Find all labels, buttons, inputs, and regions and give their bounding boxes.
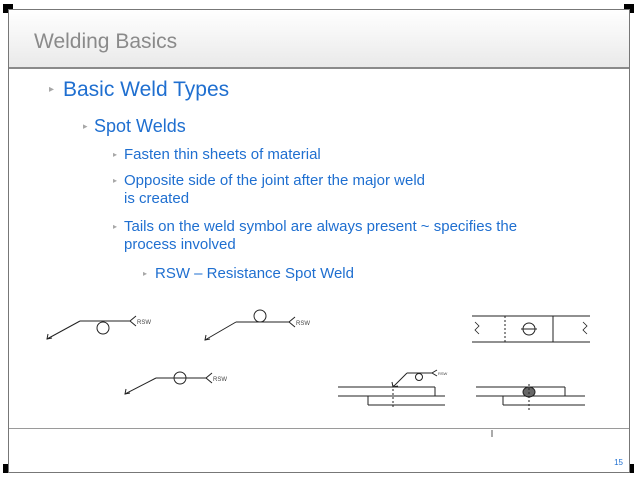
bullet-marker: ▸ <box>143 269 148 278</box>
tail-label: RSW <box>296 321 310 327</box>
lap-joint-section <box>476 384 585 410</box>
slide-header: Welding Basics <box>9 10 629 68</box>
heading-basic-weld-types: Basic Weld Types <box>63 78 230 101</box>
bullet-tails-on-symbol: Tails on the weld symbol are always pres… <box>124 218 518 235</box>
bullet-fasten-thin-sheets: Fasten thin sheets of material <box>124 146 321 163</box>
slide-title: Welding Basics <box>34 30 178 53</box>
weld-symbol-no-side: RSW <box>124 371 227 395</box>
tail-label: RSW <box>438 371 448 376</box>
tail-label: RSW <box>213 377 227 383</box>
title-divider <box>9 67 629 69</box>
spot-weld-plan-view <box>472 315 590 343</box>
bullet-marker: ▸ <box>113 150 118 159</box>
corner-top-right <box>624 4 634 13</box>
subheading-spot-welds: Spot Welds <box>94 116 186 136</box>
lap-joint-symbol: RSW <box>338 369 448 408</box>
bullet-marker: ▸ <box>49 84 55 95</box>
bullet-marker: ▸ <box>113 222 118 231</box>
weld-symbol-arrow-side: RSW <box>46 315 151 340</box>
bullet-opposite-side-cont: is created <box>124 190 190 207</box>
sub-bullet-rsw: RSW – Resistance Spot Weld <box>155 265 354 282</box>
bullet-tails-on-symbol-cont: process involved <box>124 236 236 253</box>
bullet-marker: ▸ <box>83 121 88 131</box>
bullet-opposite-side: Opposite side of the joint after the maj… <box>124 172 425 189</box>
weld-symbol-other-side: RSW <box>204 309 310 341</box>
footer-divider <box>9 428 629 429</box>
page-number: 15 <box>614 458 623 467</box>
corner-top-left <box>3 4 13 13</box>
tail-label: RSW <box>137 320 151 326</box>
bullet-marker: ▸ <box>113 176 118 185</box>
